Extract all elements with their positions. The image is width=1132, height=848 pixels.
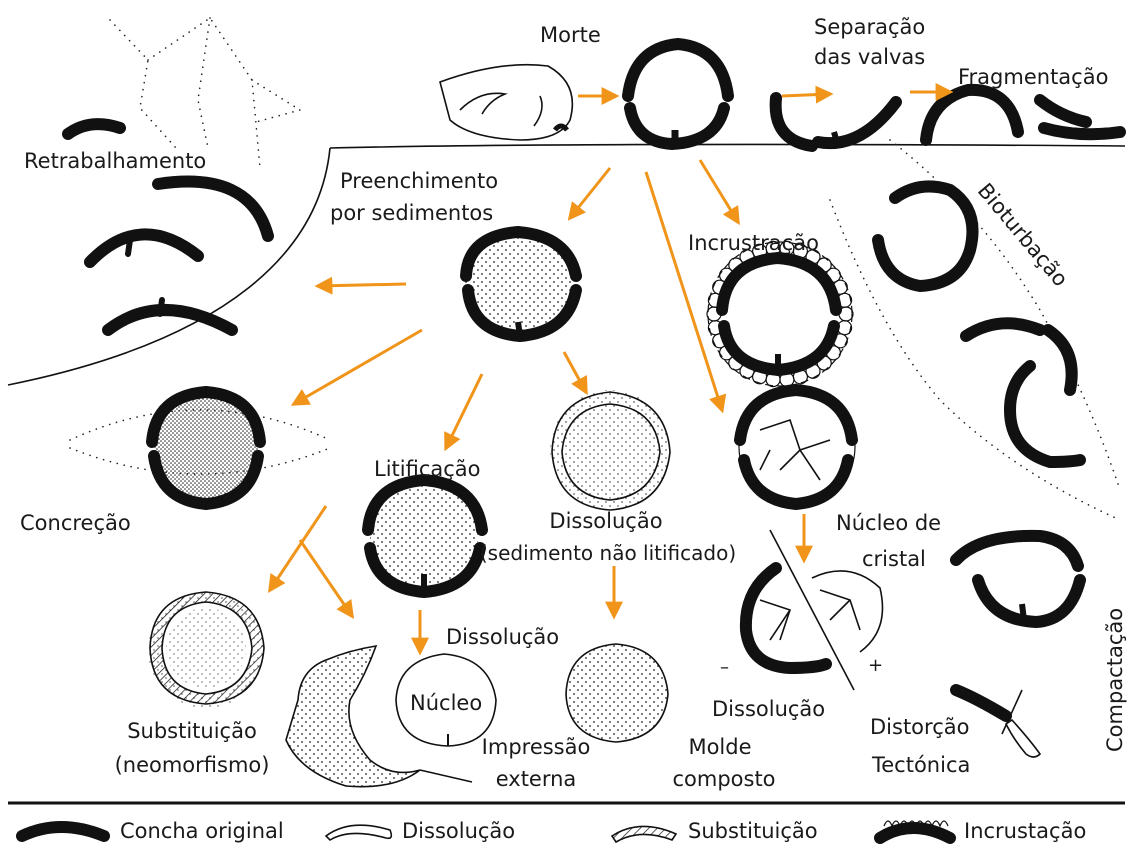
compacted-shell xyxy=(956,536,1080,622)
plant-fossil-sketch xyxy=(110,18,300,168)
shell-outline-icon xyxy=(326,825,391,840)
label-dissolucao-low: Dissolução xyxy=(712,696,825,723)
fragmented-shell xyxy=(926,90,1120,140)
label-separacao-1: Separação xyxy=(814,14,925,41)
label-impressao-1: Impressão xyxy=(482,734,591,761)
shell-solid-icon xyxy=(22,827,104,836)
label-nucleo-cristal-2: cristal xyxy=(862,546,926,573)
label-compactacao: Compactação xyxy=(1102,608,1129,752)
legend-label-original: Concha original xyxy=(120,818,284,845)
bioturbated-shells xyxy=(878,186,1080,462)
dissolved-shell-outline xyxy=(550,390,670,510)
replaced-shell xyxy=(148,592,264,708)
label-morte: Morte xyxy=(540,22,601,49)
concretion xyxy=(70,392,330,504)
label-substituicao-1: Substituição xyxy=(127,718,257,745)
sediment-surface-line xyxy=(330,144,1125,148)
crystal-filled-shell xyxy=(739,389,855,505)
label-fragmentacao: Fragmentação xyxy=(958,64,1108,91)
intact-shell xyxy=(628,44,728,144)
label-litificacao: Litificação xyxy=(374,456,481,483)
separated-valves xyxy=(776,98,896,146)
shell-hatched-icon xyxy=(612,826,676,842)
composite-mold xyxy=(566,644,668,742)
label-plus: + xyxy=(868,652,883,679)
label-dissolucao-nl-2: (sedimento não litificado) xyxy=(480,540,736,567)
encrusted-shell xyxy=(708,242,852,386)
lithified-shell xyxy=(368,480,482,592)
label-distorcao-2: Tectónica xyxy=(872,752,970,779)
label-preenchimento-2: por sedimentos xyxy=(330,200,493,227)
label-dissolucao-nl-1: Dissolução xyxy=(549,508,662,535)
sediment-filled-shell xyxy=(464,227,576,339)
label-concrecao: Concreção xyxy=(20,510,131,537)
legend-label-incrustacao: Incrustação xyxy=(964,818,1086,845)
label-substituicao-2: (neomorfismo) xyxy=(115,752,270,779)
dead-brachiopod xyxy=(440,65,572,140)
label-dissolucao-mid: Dissolução xyxy=(446,624,559,651)
label-incrustracao: Incrustração xyxy=(688,230,819,257)
label-separacao-2: das valvas xyxy=(814,44,925,71)
label-distorcao-1: Distorção xyxy=(870,714,969,741)
label-minus: – xyxy=(720,654,729,681)
legend-label-dissolucao: Dissolução xyxy=(402,818,515,845)
label-retrabalhamento: Retrabalhamento xyxy=(24,148,206,175)
label-molde-1: Molde xyxy=(688,734,751,761)
legend-label-substituicao: Substituição xyxy=(688,818,818,845)
label-molde-2: composto xyxy=(672,766,775,793)
label-nucleo: Núcleo xyxy=(410,690,482,717)
label-nucleo-cristal-1: Núcleo de xyxy=(836,510,941,537)
label-preenchimento-1: Preenchimento xyxy=(340,168,498,195)
shell-encrusted-icon xyxy=(880,828,950,838)
label-impressao-2: externa xyxy=(496,766,577,793)
